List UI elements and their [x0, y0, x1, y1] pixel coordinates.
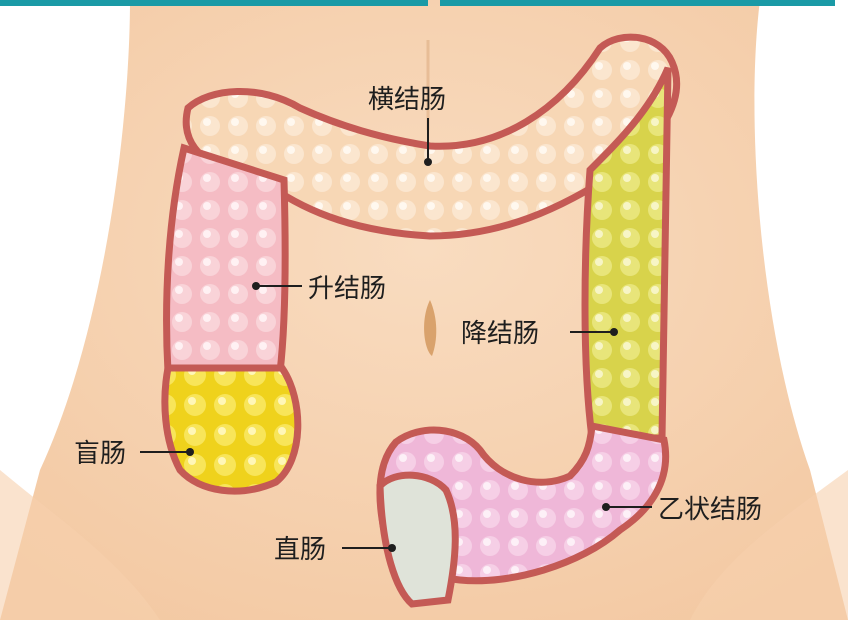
marker-ascending — [252, 282, 260, 290]
label-descending-text: 降结肠 — [461, 319, 539, 349]
marker-sigmoid — [602, 503, 610, 511]
marker-cecum — [186, 448, 194, 456]
header-bar-right — [440, 0, 835, 6]
cecum — [165, 368, 298, 491]
marker-transverse — [424, 158, 432, 166]
label-cecum-text: 盲肠 — [74, 439, 126, 469]
label-ascending-text: 升结肠 — [308, 274, 386, 304]
label-rectum-text: 直肠 — [274, 535, 326, 565]
label-sigmoid-text: 乙状结肠 — [658, 495, 762, 525]
marker-rectum — [388, 544, 396, 552]
marker-descending — [610, 328, 618, 336]
header-bar-left — [0, 0, 428, 6]
label-transverse-text: 横结肠 — [368, 85, 446, 115]
ascending-colon — [167, 148, 286, 372]
